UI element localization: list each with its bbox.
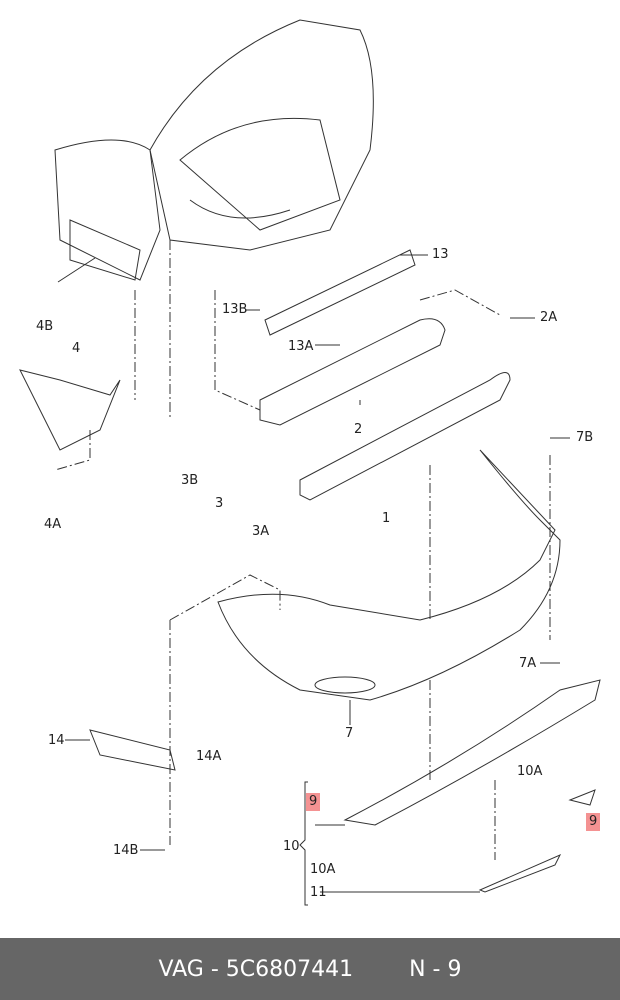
bracket-13 (264, 249, 416, 336)
label-14b: 14B (113, 843, 139, 858)
label-7: 7 (345, 726, 354, 741)
label-11: 11 (310, 885, 327, 900)
label-2a: 2A (540, 310, 558, 325)
label-9-left: 9 (306, 793, 321, 811)
bracket-4 (19, 369, 121, 451)
part-number: VAG - 5C6807441 (158, 956, 354, 982)
label-4: 4 (72, 341, 81, 356)
clip-9-right (568, 789, 596, 806)
parts-diagram (19, 19, 601, 906)
dash-lines (54, 240, 551, 860)
leader-lines (57, 254, 570, 906)
label-14: 14 (48, 733, 65, 748)
label-3: 3 (215, 496, 224, 511)
label-7a: 7A (519, 656, 537, 671)
position-number: N - 9 (409, 956, 462, 982)
trim-11 (478, 853, 562, 893)
label-3a: 3A (252, 524, 270, 539)
label-4b: 4B (36, 319, 54, 334)
car-body-rear (54, 19, 374, 281)
label-2: 2 (354, 422, 363, 437)
footer-bar: VAG - 5C6807441 N - 9 (0, 938, 620, 1000)
spoiler-10 (343, 679, 601, 826)
bumper-cover-7 (217, 449, 561, 701)
label-9-right: 9 (586, 813, 601, 831)
label-7b: 7B (576, 430, 594, 445)
impact-absorber-1 (299, 372, 511, 501)
label-10a-right: 10A (517, 764, 543, 779)
impact-absorber-2 (259, 318, 446, 426)
label-10: 10 (283, 839, 300, 854)
label-1: 1 (382, 511, 391, 526)
label-13: 13 (432, 247, 449, 262)
grille-14 (89, 729, 176, 771)
label-13b: 13B (222, 302, 248, 317)
label-14a: 14A (196, 749, 222, 764)
label-13a: 13A (288, 339, 314, 354)
label-10a-left: 10A (310, 862, 336, 877)
label-3b: 3B (181, 473, 199, 488)
label-4a: 4A (44, 517, 62, 532)
